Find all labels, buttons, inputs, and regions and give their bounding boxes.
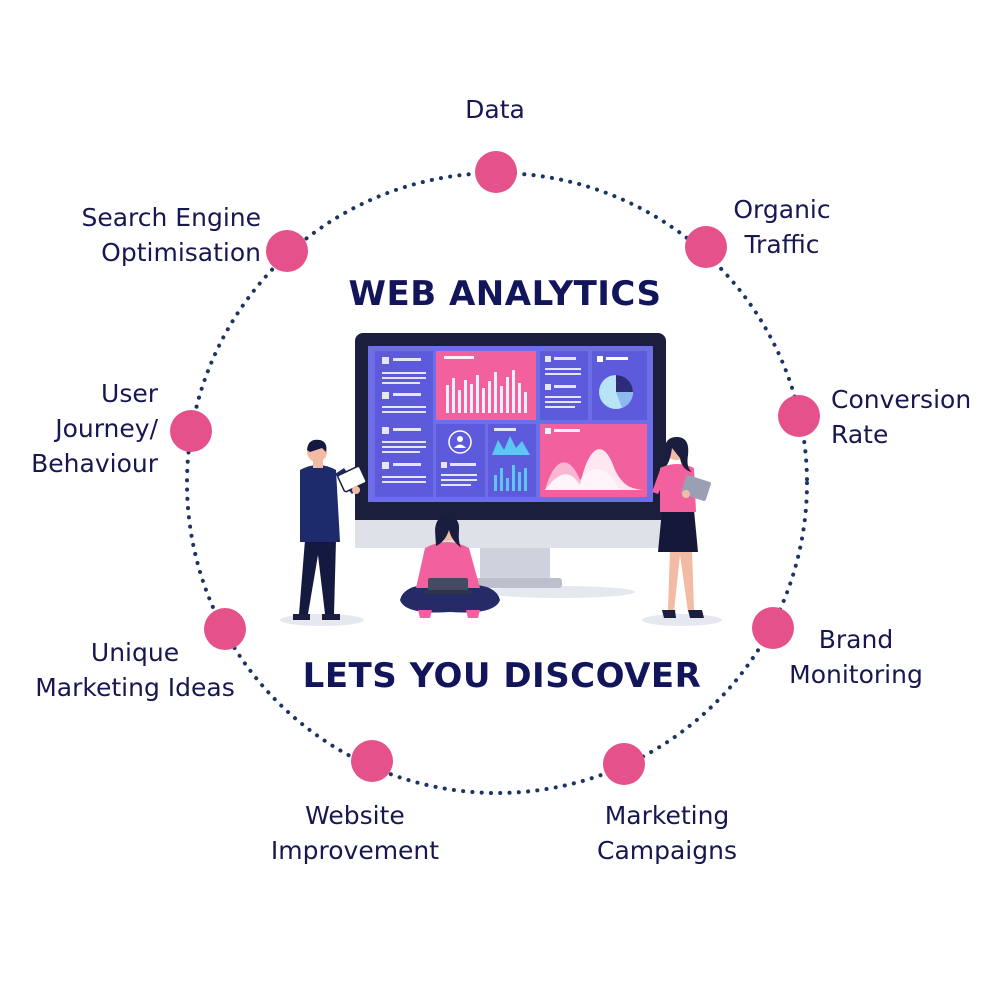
sitting-woman-figure: [400, 515, 500, 618]
node-dot-website-improvement: [351, 740, 393, 782]
node-label-organic-traffic: Organic Traffic: [733, 195, 831, 259]
node-label-website-improvement: Website Improvement: [270, 801, 440, 865]
node-dot-data: [475, 151, 517, 193]
monitor-stand: [480, 548, 550, 582]
node-label-conversion-rate: Conversion Rate: [831, 385, 972, 449]
analytics-illustration: [280, 333, 722, 626]
node-dot-unique-marketing-ideas: [204, 608, 246, 650]
node-dot-conversion-rate: [778, 395, 820, 437]
node-label-marketing-campaigns: Marketing Campaigns: [596, 801, 738, 865]
node-dot-user-journey: [170, 410, 212, 452]
node-label-data: Data: [465, 95, 525, 124]
standing-woman-figure: [652, 436, 711, 618]
monitor: [355, 333, 666, 548]
node-dot-seo: [266, 230, 308, 272]
node-label-seo: Search Engine Optimisation: [81, 203, 261, 267]
node-label-user-journey: User Journey/ Behaviour: [31, 379, 158, 478]
node-dot-marketing-campaigns: [603, 743, 645, 785]
shadow: [642, 614, 722, 626]
monitor-base: [462, 578, 562, 588]
node-dot-brand-monitoring: [752, 607, 794, 649]
node-dot-organic-traffic: [685, 226, 727, 268]
shadow: [485, 586, 635, 598]
man-figure: [293, 439, 367, 620]
node-label-unique-marketing-ideas: Unique Marketing Ideas: [35, 638, 235, 702]
diagram-subtitle: LETS YOU DISCOVER: [303, 656, 702, 696]
profile-panel: [436, 424, 485, 497]
node-label-brand-monitoring: Brand Monitoring: [789, 625, 923, 689]
node-dots: [170, 151, 820, 785]
diagram-title: WEB ANALYTICS: [349, 274, 662, 314]
list-panel: [375, 351, 433, 497]
